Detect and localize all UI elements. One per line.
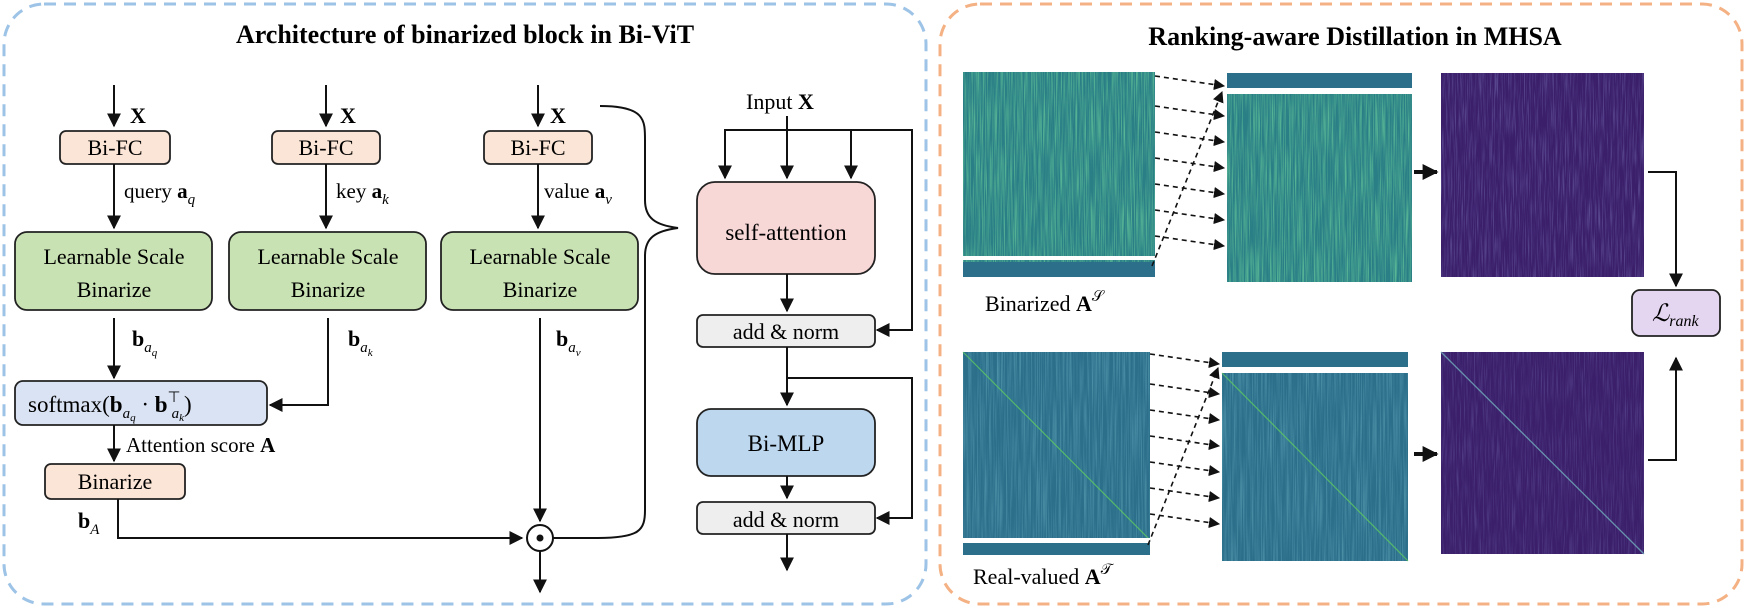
ranking-arrow xyxy=(1149,353,1221,369)
key-lsb-line1: Learnable Scale xyxy=(257,244,398,269)
ranking-arrow xyxy=(1149,487,1221,503)
b-av-label: bav xyxy=(556,326,581,359)
curly-brace xyxy=(597,105,679,539)
student-attention-heatmap xyxy=(963,72,1155,277)
value-lsb-line2: Binarize xyxy=(503,277,578,302)
query-lsb-line2: Binarize xyxy=(77,277,152,302)
b-A-label: bA xyxy=(78,508,100,538)
query-column: X Bi-FC query aq Learnable Scale Binariz… xyxy=(14,85,213,380)
value-column: X Bi-FC value av Learnable Scale Binariz… xyxy=(440,85,639,523)
ranking-arrow xyxy=(1154,75,1226,91)
ranking-arrow xyxy=(1154,183,1226,199)
value-label: value av xyxy=(544,179,612,208)
ranking-arrow xyxy=(1149,383,1221,399)
ranking-arrow xyxy=(1154,157,1226,173)
teacher-sorted-heatmap xyxy=(1221,352,1409,562)
ranking-arrow xyxy=(1154,131,1226,147)
left-panel-border xyxy=(2,2,928,606)
ranking-arrow xyxy=(1149,409,1221,425)
key-input-x: X xyxy=(340,103,356,128)
key-column: X Bi-FC key ak Learnable Scale Binarize … xyxy=(228,85,427,412)
ranking-arrow xyxy=(1149,435,1221,451)
query-label: query aq xyxy=(124,179,196,208)
value-input-x: X xyxy=(550,103,566,128)
add-norm-label-2: add & norm xyxy=(733,507,839,532)
binarized-label: Binarized A𝒮 xyxy=(985,289,1105,316)
block-input-label: Input X xyxy=(746,89,814,114)
self-attention-label: self-attention xyxy=(725,220,847,245)
left-panel-title: Architecture of binarized block in Bi-Vi… xyxy=(236,20,694,49)
teacher-ranking-arrows xyxy=(1147,353,1221,546)
ranking-cross-arrow xyxy=(1147,366,1220,546)
query-lsb-box xyxy=(14,231,213,311)
value-lsb-line1: Learnable Scale xyxy=(469,244,610,269)
bi-mlp-label: Bi-MLP xyxy=(748,431,825,456)
student-ranking-arrows xyxy=(1151,75,1226,267)
right-panel-border xyxy=(938,2,1744,606)
student-sorted-heatmap xyxy=(1227,73,1412,282)
teacher-attention-heatmap xyxy=(962,351,1151,555)
key-lsb-line2: Binarize xyxy=(291,277,366,302)
b-ak-label: bak xyxy=(348,326,374,359)
rank-loss-label: ℒrank xyxy=(1652,301,1700,330)
hadamard-dot xyxy=(536,534,544,542)
query-lsb-line1: Learnable Scale xyxy=(43,244,184,269)
right-panel-title: Ranking-aware Distillation in MHSA xyxy=(1148,22,1562,51)
ranking-arrow xyxy=(1154,209,1226,225)
softmax-box xyxy=(14,380,268,426)
key-label: key ak xyxy=(336,179,389,208)
ranking-arrow xyxy=(1149,513,1221,529)
student-ranking-heatmap xyxy=(1441,73,1644,277)
softmax-label: softmax(baq · b⊤ak) xyxy=(28,390,192,424)
value-lsb-box xyxy=(440,231,639,311)
ranking-cross-arrow xyxy=(1151,90,1224,267)
query-bifc-label: Bi-FC xyxy=(87,135,142,160)
value-bifc-label: Bi-FC xyxy=(510,135,565,160)
query-input-x: X xyxy=(130,103,146,128)
key-bifc-label: Bi-FC xyxy=(298,135,353,160)
realvalued-label: Real-valued A𝒯 xyxy=(973,562,1115,589)
ranking-arrow xyxy=(1149,461,1221,477)
key-lsb-box xyxy=(228,231,427,311)
binarize-label: Binarize xyxy=(78,469,153,494)
add-norm-label-1: add & norm xyxy=(733,319,839,344)
attention-score-label: Attention score A xyxy=(126,433,276,457)
teacher-ranking-heatmap xyxy=(1440,351,1645,555)
rank-loss-box xyxy=(1631,289,1721,337)
b-aq-label: baq xyxy=(132,326,158,359)
binarize-box xyxy=(44,463,186,500)
ranking-arrow xyxy=(1154,235,1226,251)
